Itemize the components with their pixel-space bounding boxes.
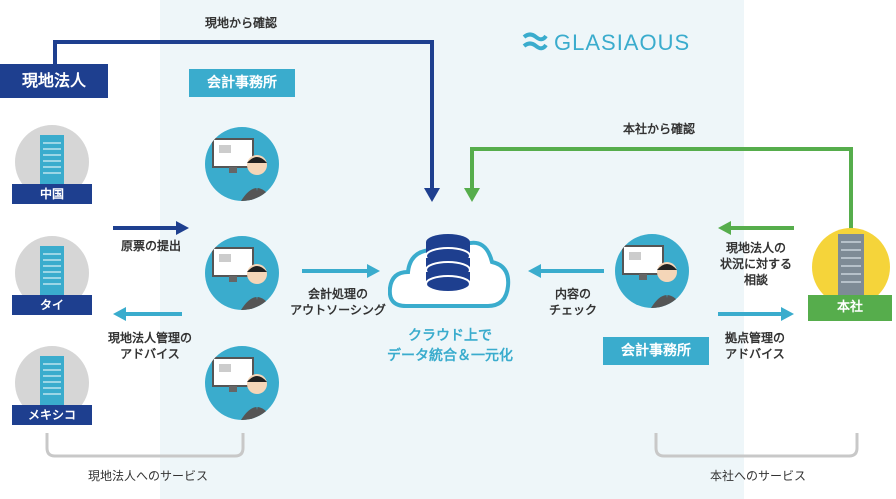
hq-tag: 本社 [808,295,892,321]
check-label: 内容の チェック [548,287,597,317]
confirm-hq-label: 本社から確認 [622,122,695,136]
accountant-icon [205,236,279,310]
advice-local-label: 現地法人管理の アドバイス [107,331,192,361]
accountant-icon-right [615,234,689,308]
mexico-tag: メキシコ [12,405,92,425]
submit-vouchers-label: 原票の提出 [120,239,181,253]
hq-building-icon [812,228,890,306]
confirm-local-label: 現地から確認 [204,16,277,30]
accountant-icon [205,346,279,420]
thailand-tag: タイ [12,295,92,315]
confirm-hq-arrowhead [464,188,480,202]
local-corp-tag: 現地法人 [0,64,108,98]
consult-label: 現地法人の 状況に対する 相談 [719,241,792,287]
accounting-firm-tag-right: 会計事務所 [603,337,709,365]
consult-arrowhead [718,221,731,235]
advice-hq-arrowhead [781,307,794,321]
service-local-bracket [45,433,245,458]
accounting-firm-tag-left: 会計事務所 [189,69,295,97]
service-local-label: 現地法人へのサービス [87,469,208,483]
cloud-database-icon [388,234,511,308]
brand-logo: GLASIAOUS [522,30,690,56]
confirm-hq-line [470,147,853,230]
cloud-label: クラウド上で データ統合＆一元化 [387,328,513,364]
logo-icon [522,32,548,51]
advice-hq-label: 拠点管理の アドバイス [724,331,785,361]
accountant-icon [205,127,279,201]
brand-name: GLASIAOUS [554,30,691,55]
service-hq-label: 本社へのサービス [709,469,806,483]
confirm-local-arrowhead [424,188,440,202]
submit-arrowhead [176,221,189,235]
advice-local-arrowhead [113,307,126,321]
check-arrowhead [528,264,541,278]
outsourcing-label: 会計処理の アウトソーシング [290,287,386,317]
china-tag: 中国 [12,184,92,204]
outsourcing-arrowhead [367,264,380,278]
service-hq-bracket [654,433,859,458]
confirm-local-line [53,40,434,190]
